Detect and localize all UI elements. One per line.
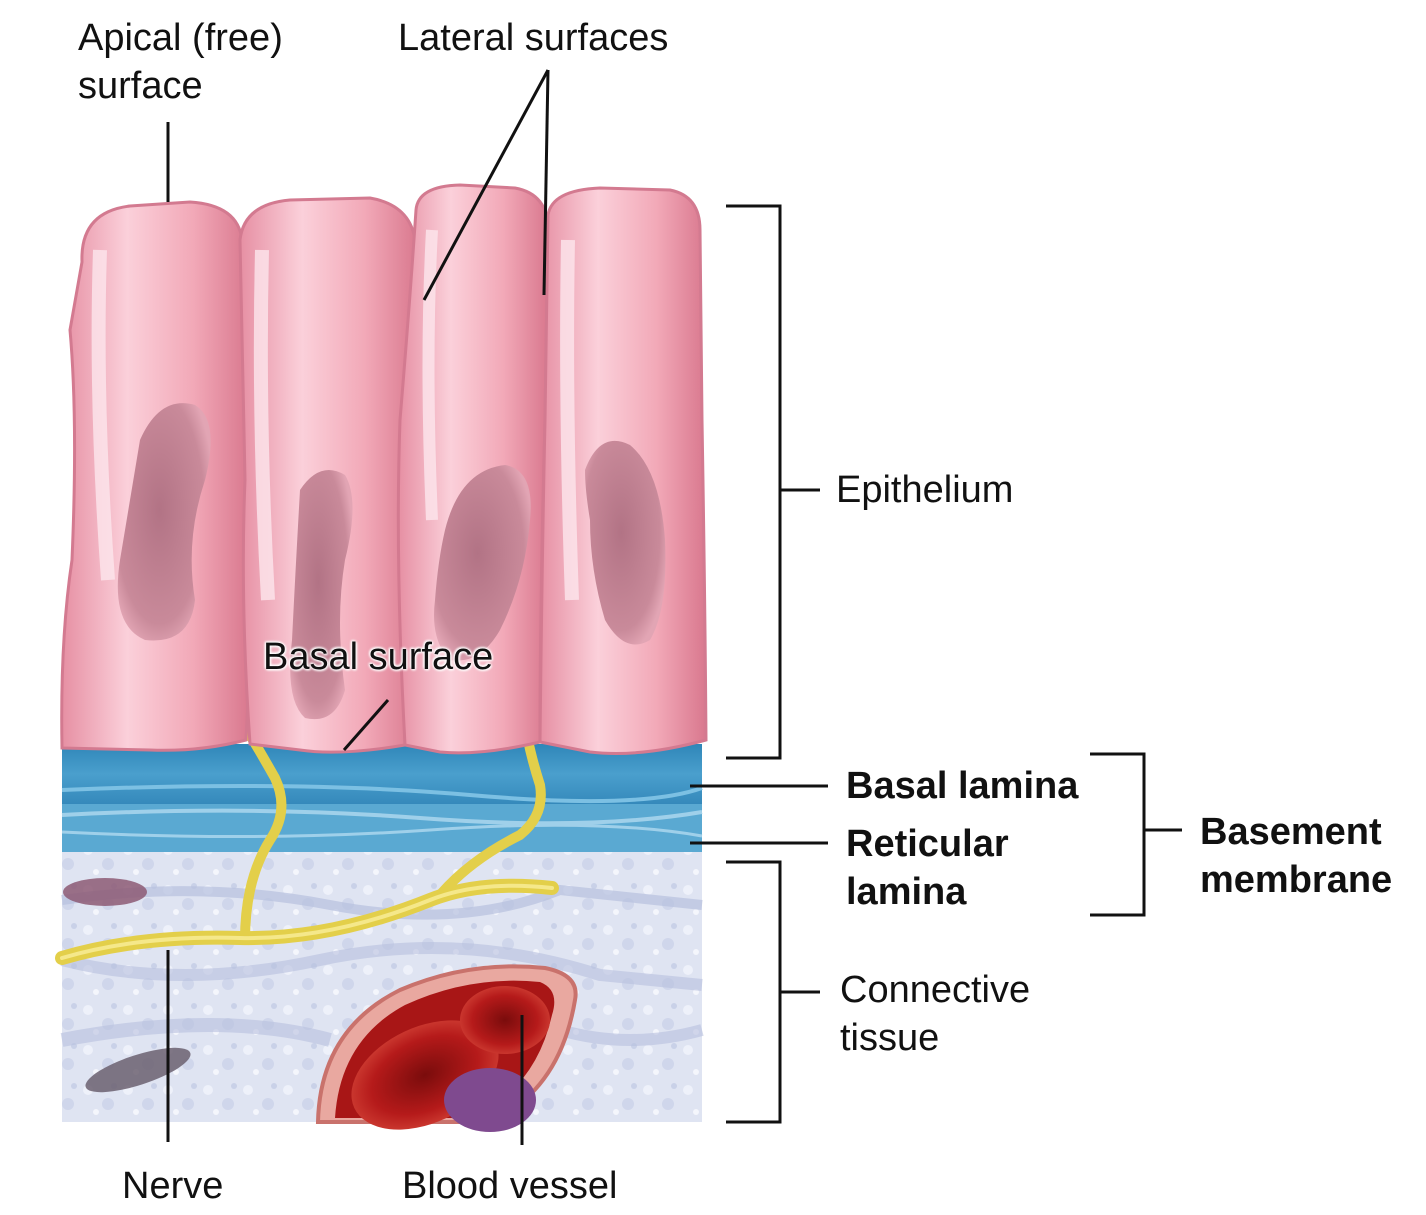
- label-blood-vessel: Blood vessel: [402, 1165, 618, 1207]
- label-lateral-surfaces: Lateral surfaces: [398, 17, 669, 59]
- basal-surface-leader: [342, 699, 390, 751]
- cell-nucleus: [290, 470, 353, 720]
- fibroblast-nucleus: [85, 1047, 191, 1093]
- label-apical-line2: surface: [78, 65, 203, 107]
- basement-bracket: [1090, 752, 1146, 917]
- epithelial-cells: [60, 183, 708, 755]
- cell-nucleus: [434, 465, 531, 661]
- label-basement-line1: Basement: [1200, 811, 1382, 853]
- lateral-leader-right: [542, 69, 550, 296]
- blood-vessel: [315, 964, 578, 1132]
- label-connective-line1: Connective: [840, 969, 1031, 1011]
- nerve-fiber: [55, 730, 559, 965]
- label-basement-line2: membrane: [1200, 859, 1393, 901]
- label-epithelium: Epithelium: [836, 469, 1014, 511]
- lateral-leader-left: [422, 69, 550, 301]
- label-reticular-line1: Reticular: [846, 823, 1009, 865]
- cell-nucleus: [585, 440, 666, 645]
- label-basal-lamina: Basal lamina: [846, 765, 1079, 807]
- connective-bracket: [726, 860, 782, 1124]
- red-blood-cell: [460, 986, 550, 1054]
- label-basal-surface: Basal surface: [263, 636, 494, 678]
- label-connective-line2: tissue: [840, 1017, 940, 1059]
- leader-lines: [166, 69, 1182, 1145]
- label-nerve: Nerve: [122, 1165, 224, 1207]
- epithelium-bracket: [726, 204, 782, 760]
- fibroblast-nucleus: [63, 878, 147, 906]
- white-blood-cell: [444, 1068, 536, 1132]
- label-apical-line1: Apical (free): [78, 17, 283, 59]
- cell-nucleus: [117, 403, 211, 641]
- label-reticular-line2: lamina: [846, 871, 967, 913]
